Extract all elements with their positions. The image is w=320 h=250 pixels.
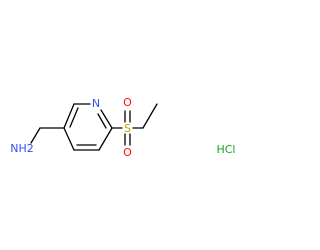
oxygen-top-label: O [123, 96, 132, 109]
sulfur-label: S [124, 122, 131, 135]
bond-ch2-nh2 [30, 127, 41, 144]
bond-inner-n1-c6 [97, 113, 107, 129]
bond-inner-c3-c2 [69, 107, 79, 128]
oxygen-bottom-label: O [123, 146, 132, 159]
amine-label: NH2 [10, 142, 34, 155]
structure-canvas: N NH2 S O O HCl [10, 96, 235, 159]
bond-ethyl [142, 103, 158, 129]
ring-nitrogen-label: N [92, 97, 100, 110]
pyridine-ring [63, 103, 113, 151]
bond-c4-c3 [63, 127, 75, 151]
molecule-drawing: N NH2 S O O HCl [10, 96, 235, 159]
bond-n1-c6 [100, 109, 113, 129]
salt-label: HCl [216, 143, 235, 156]
bond-c6-c5 [98, 127, 113, 151]
bond-c3-c2 [63, 103, 75, 129]
